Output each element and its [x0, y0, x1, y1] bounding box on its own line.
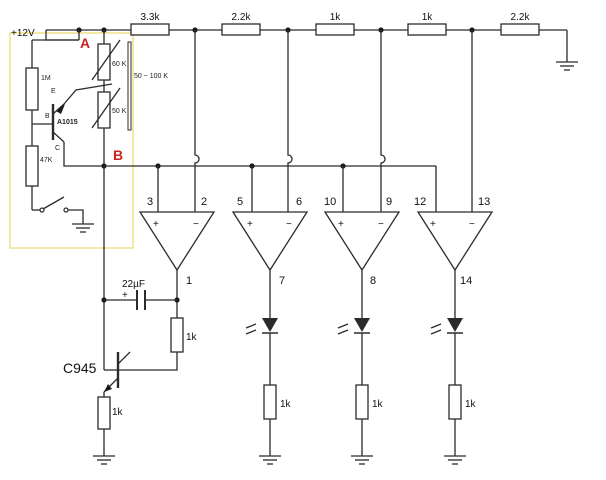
collector-wire-2 — [118, 352, 178, 371]
npn-transistor-label: C945 — [63, 360, 97, 376]
comparator-3-plus-pin: 10 — [324, 196, 336, 208]
pin-e-label: E — [51, 88, 56, 95]
comparator-3-plus-sign: + — [338, 219, 344, 230]
supply-label: +12V — [11, 28, 35, 39]
led-3-ray — [430, 323, 442, 329]
comparator-4-plus-pin: 12 — [414, 196, 426, 208]
pot-50k-arrow — [91, 87, 121, 129]
led-1-ray — [245, 323, 257, 329]
comparator-4-plus-sign: + — [430, 219, 436, 230]
comparator-2-minus-sign: − — [286, 219, 292, 230]
ground-symbol-rail — [556, 61, 578, 71]
comparator-4-out-pin: 14 — [460, 275, 472, 287]
node-b-label: B — [113, 147, 123, 163]
comparator-2-out-pin: 7 — [279, 275, 285, 287]
comparator-4 — [416, 211, 494, 272]
node-a-label: A — [80, 35, 90, 51]
led-2-resistor-label: 1k — [372, 399, 384, 410]
ground-symbol-led-3 — [444, 455, 466, 465]
ground-symbol-driver — [93, 455, 115, 465]
comparator-3-minus-wire — [380, 30, 386, 212]
comparator-3-minus-sign: − — [378, 219, 384, 230]
comparator-2-minus-wire — [287, 30, 293, 212]
switch-lever — [42, 196, 65, 210]
pot-range-label: 50 ~ 100 K — [134, 73, 168, 80]
comparator-2-minus-pin: 6 — [296, 196, 302, 208]
ground-symbol-led-1 — [259, 455, 281, 465]
ladder-resistor-3-label: 1k — [330, 12, 342, 23]
pot-50k-label: 50 K — [112, 108, 127, 115]
pin-b-label: B — [45, 113, 50, 120]
led-3-resistor-label: 1k — [465, 399, 477, 410]
comparator-3-minus-pin: 9 — [386, 196, 392, 208]
comparator-1-minus-wire — [194, 30, 200, 212]
comparator-1-minus-pin: 2 — [201, 196, 207, 208]
pin-c-label: C — [55, 145, 60, 152]
comparator-3 — [323, 211, 401, 272]
comparator-1 — [138, 211, 216, 272]
collector-resistor — [170, 317, 184, 353]
comparator-2 — [231, 211, 309, 272]
npn-transistor-collector — [117, 351, 131, 365]
range-bracket — [127, 41, 132, 131]
pot-60k-label: 60 K — [112, 61, 127, 68]
pnp-transistor-collector — [52, 131, 65, 143]
ladder-resistor-2 — [221, 23, 261, 36]
collector-resistor-label: 1k — [186, 332, 198, 343]
led-1-resistor-label: 1k — [280, 399, 292, 410]
sensor-highlight-box — [9, 32, 134, 249]
emitter-resistor — [97, 396, 111, 430]
ground-symbol-led-2 — [351, 455, 373, 465]
collector-wire — [63, 142, 104, 167]
ladder-resistor-5-label: 2.2k — [511, 12, 531, 23]
pnp-transistor-emitter — [52, 103, 65, 115]
capacitor-label: 22µF — [122, 279, 145, 290]
pot-60k-arrow — [91, 39, 121, 81]
base-resistor — [25, 67, 39, 111]
ladder-resistor-2-label: 2.2k — [232, 12, 252, 23]
emitter-arrow-icon — [56, 104, 65, 114]
led-1-ray — [245, 329, 257, 335]
ground-symbol-sensor — [72, 223, 94, 233]
emitter-wiper-wire — [63, 83, 113, 105]
comparator-4-minus-sign: − — [469, 219, 475, 230]
emitter-resistor-label: 1k — [112, 407, 124, 418]
comparator-1-plus-pin: 3 — [147, 196, 153, 208]
lower-resistor-label: 47K — [40, 157, 53, 164]
ladder-resistor-3 — [315, 23, 355, 36]
comparator-1-plus-sign: + — [153, 219, 159, 230]
ladder-resistor-4 — [407, 23, 447, 36]
led-1-icon — [262, 318, 278, 332]
comparator-3-out-pin: 8 — [370, 275, 376, 287]
led-3-resistor — [448, 384, 462, 420]
ladder-resistor-1 — [130, 23, 170, 36]
npn-emitter-arrow-icon — [104, 384, 112, 392]
led-2-ray — [337, 329, 349, 335]
sensor-feed-wire — [45, 30, 79, 41]
led-2-ray — [337, 323, 349, 329]
comparator-1-out-pin: 1 — [186, 275, 192, 287]
lower-resistor — [25, 145, 39, 187]
ladder-resistor-5 — [500, 23, 540, 36]
led-2-resistor — [355, 384, 369, 420]
led-3-icon — [447, 318, 463, 332]
led-3-ray — [430, 329, 442, 335]
capacitor-plus-sign: + — [122, 290, 128, 301]
comparator-1-minus-sign: − — [193, 219, 199, 230]
led-1-resistor — [263, 384, 277, 420]
comparator-2-plus-sign: + — [247, 219, 253, 230]
led-2-icon — [354, 318, 370, 332]
switch-wire — [68, 209, 84, 224]
pnp-transistor-label: A1015 — [57, 119, 78, 126]
base-resistor-label: 1M — [41, 75, 51, 82]
comparator-4-minus-pin: 13 — [478, 196, 490, 208]
ladder-resistor-4-label: 1k — [422, 12, 434, 23]
ladder-resistor-1-label: 3.3k — [141, 12, 161, 23]
comparator-2-plus-pin: 5 — [237, 196, 243, 208]
switch-contact — [63, 207, 69, 213]
